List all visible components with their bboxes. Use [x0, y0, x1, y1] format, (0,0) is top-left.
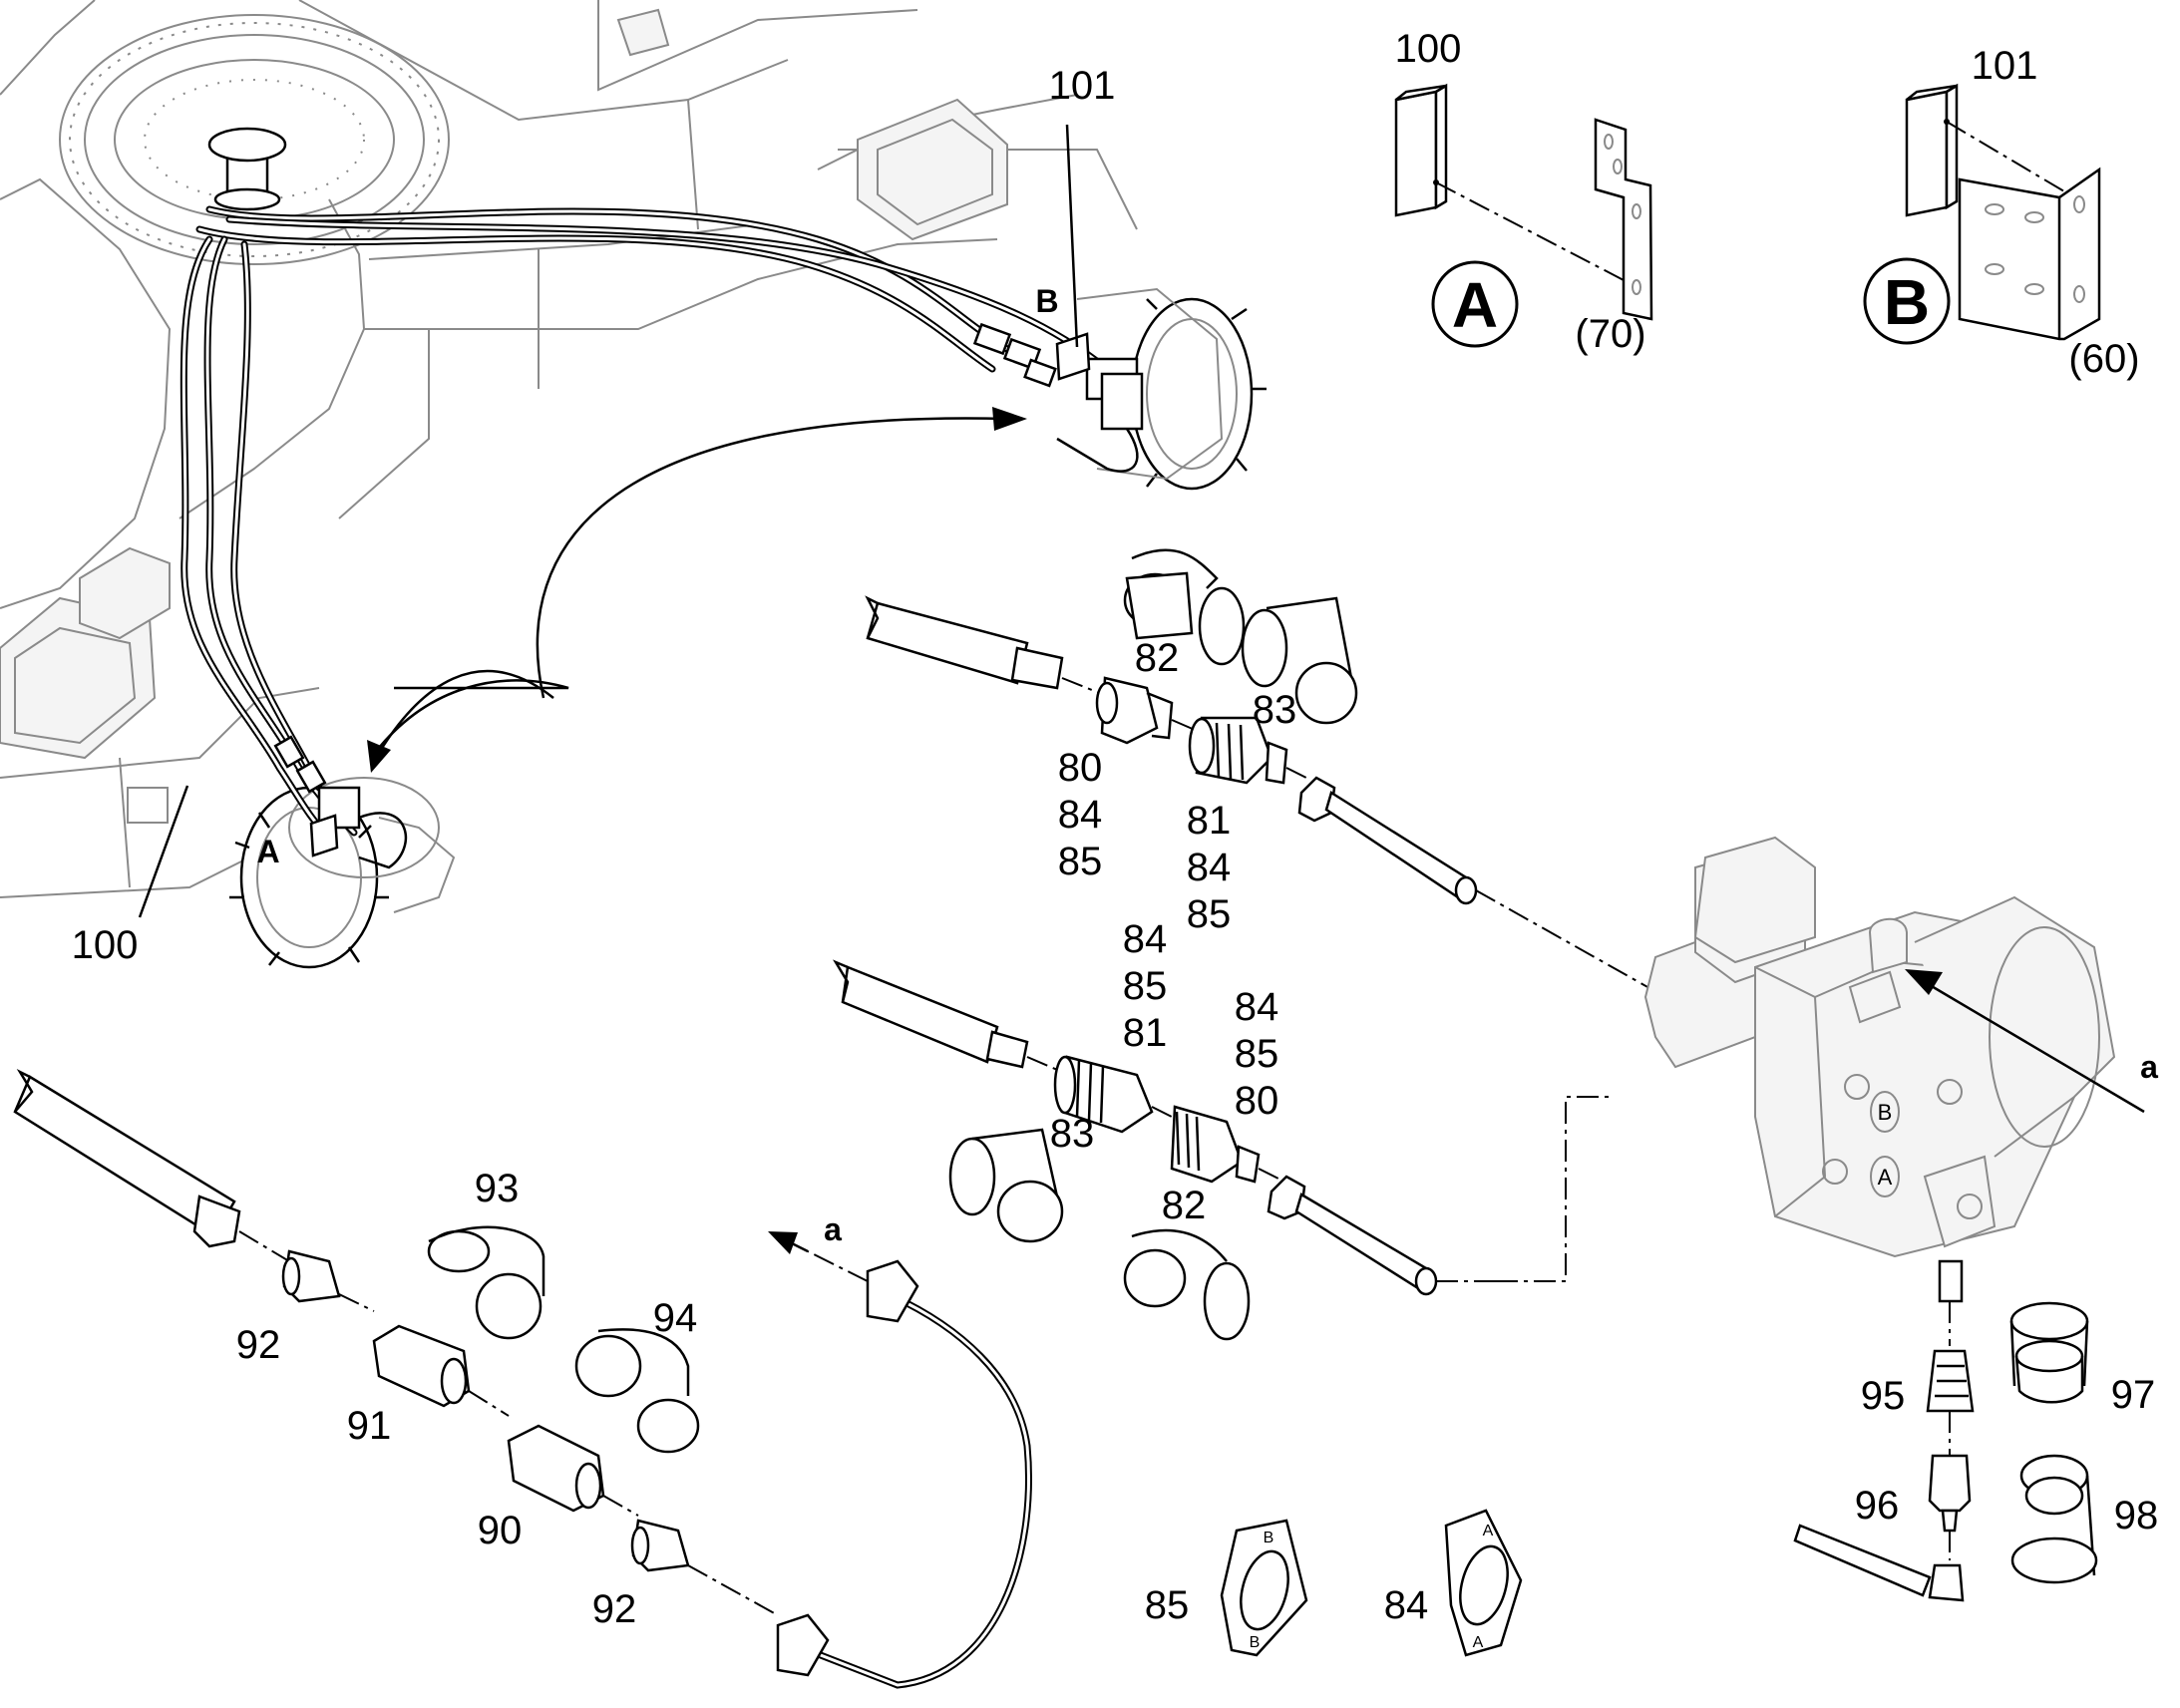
arrow-head-b [992, 407, 1027, 431]
upper-coupling-assembly [865, 548, 1666, 998]
label-90: 90 [478, 1509, 523, 1552]
label-93: 93 [475, 1167, 520, 1210]
view-b-circle-letter: B [1884, 266, 1930, 338]
view-a-circle [1431, 260, 1519, 348]
part-number-labels: 100 (70) 101 (60) 101 B A 100 82 83 80 8… [72, 27, 2159, 1631]
label-92-lower: 92 [592, 1587, 637, 1631]
motor-port-a-mark: A [1878, 1165, 1893, 1190]
label-82-upper: 82 [1135, 636, 1180, 680]
gasket-84-bottom-mark: A [1473, 1634, 1484, 1651]
label-view-a-machine: A [256, 834, 279, 869]
label-84-gasket: 84 [1384, 1583, 1429, 1627]
label-101-bracket: 101 [1972, 44, 2038, 88]
label-85-upper-left: 85 [1058, 840, 1103, 883]
label-85-upper-right: 85 [1187, 892, 1232, 936]
gasket-85-top-mark: B [1264, 1530, 1274, 1546]
label-80-upper: 80 [1058, 746, 1103, 790]
label-85-middle-left: 85 [1123, 964, 1168, 1008]
bracket-detail-b: B [1863, 83, 2101, 345]
arrow-head-a [367, 740, 391, 773]
bent-tube [768, 1231, 1032, 1689]
label-83-lower: 83 [1050, 1112, 1095, 1156]
view-b-circle [1863, 257, 1951, 345]
label-95: 95 [1861, 1374, 1906, 1418]
arrow-head-a-left [768, 1231, 798, 1254]
label-97: 97 [2111, 1373, 2156, 1417]
label-70-ref: (70) [1575, 312, 1645, 356]
label-85-middle-right: 85 [1235, 1032, 1279, 1076]
label-84-upper-right: 84 [1187, 846, 1232, 889]
gasket-85-bottom-mark: B [1250, 1634, 1261, 1651]
label-100-machine: 100 [72, 923, 139, 967]
label-arrow-a-right: a [2140, 1049, 2158, 1085]
gasket-84-top-mark: A [1483, 1523, 1494, 1539]
label-101-machine: 101 [1049, 64, 1116, 108]
motor-port-b-mark: B [1878, 1100, 1893, 1125]
label-84-middle-left: 84 [1123, 917, 1168, 961]
label-82-lower: 82 [1162, 1184, 1207, 1227]
label-60-ref: (60) [2068, 337, 2139, 381]
label-84-upper-left: 84 [1058, 793, 1103, 837]
label-91: 91 [347, 1404, 392, 1448]
label-98: 98 [2114, 1494, 2159, 1537]
left-fittings-assembly [13, 1068, 779, 1616]
drain-line-assembly [1793, 1301, 2098, 1602]
label-83-upper: 83 [1253, 688, 1297, 732]
hydraulic-motor: B A [1496, 836, 2145, 1303]
label-96: 96 [1855, 1484, 1900, 1528]
label-85-gasket: 85 [1145, 1583, 1190, 1627]
bracket-detail-a: A [1394, 83, 1653, 348]
view-a-circle-letter: A [1452, 269, 1498, 341]
machine-frame [0, 0, 1267, 969]
arrow-head-a-right [1905, 969, 1943, 995]
label-80-middle: 80 [1235, 1079, 1279, 1123]
label-100-bracket: 100 [1395, 27, 1462, 71]
lower-coupling-assembly [832, 959, 1496, 1341]
gasket-85: B B [1220, 1519, 1308, 1657]
label-view-b-machine: B [1035, 283, 1058, 319]
label-81-upper: 81 [1187, 799, 1232, 843]
machine-callout-lines [138, 124, 1079, 918]
gasket-84: A A [1444, 1509, 1523, 1657]
label-94: 94 [653, 1296, 698, 1340]
label-92-upper: 92 [236, 1323, 281, 1367]
label-84-middle-right: 84 [1235, 985, 1279, 1029]
label-arrow-a-left: a [824, 1211, 842, 1247]
label-81-middle: 81 [1123, 1011, 1168, 1055]
